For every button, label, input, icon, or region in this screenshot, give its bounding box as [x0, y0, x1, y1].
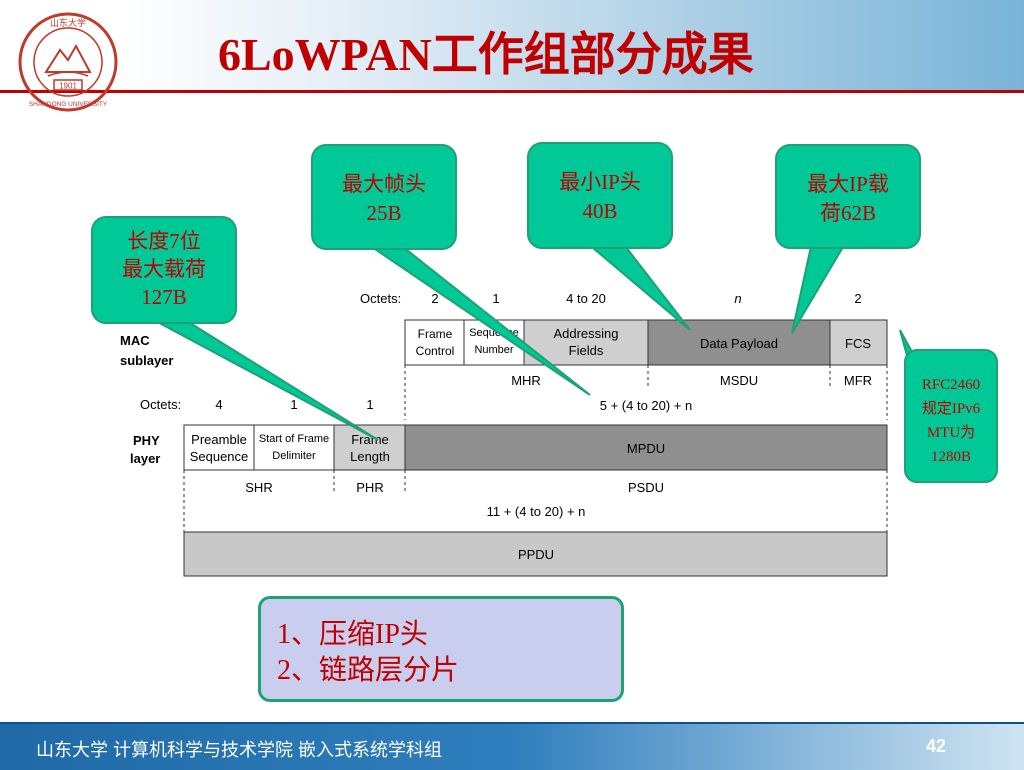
callout5-line1: RFC2460: [922, 377, 980, 393]
logo-text-bottom: SHANDONG UNIVERSITY: [29, 101, 108, 108]
phy-label-line1: PHY: [133, 433, 160, 448]
phy-octets-sfd: 1: [290, 397, 297, 412]
mac-field-number: Number: [474, 344, 513, 356]
mac-group-mhr: MHR: [511, 373, 541, 388]
phy-group-phr: PHR: [356, 480, 383, 495]
footer-text: 山东大学 计算机科学与技术学院 嵌入式系统学科组: [36, 740, 442, 760]
mac-octets-sequence: 1: [492, 291, 499, 306]
university-logo: 1901 山东大学 SHANDONG UNIVERSITY: [18, 12, 118, 112]
phy-field-delimiter: Delimiter: [272, 450, 316, 462]
header-band: [0, 0, 1024, 92]
mac-field-payload: Data Payload: [700, 336, 778, 351]
callout4-box: [775, 144, 921, 249]
phy-group-psdu: PSDU: [628, 480, 664, 495]
mac-fcs-cell: [829, 319, 888, 366]
phy-octets-length: 1: [366, 397, 373, 412]
mac-field-addressing: Addressing: [553, 326, 618, 341]
callout3-pointer: [583, 241, 691, 331]
mac-field-frame: Frame: [418, 327, 453, 341]
phy-field-start: Start of Frame: [259, 433, 329, 445]
phy-field-length: Length: [350, 449, 390, 464]
callout1-pointer: [149, 317, 379, 441]
callout5-box: [904, 349, 998, 483]
mac-field-fields: Fields: [569, 343, 604, 358]
phy-sfd-cell: [253, 424, 335, 471]
mac-group-msdu: MSDU: [720, 373, 758, 388]
callout2-pointer: [362, 242, 591, 396]
note-compress-ip-header: 1、压缩IP头: [277, 619, 428, 650]
callout1-line1: 长度7位: [127, 229, 201, 253]
phy-group-shr: SHR: [245, 480, 272, 495]
ppdu-label: PPDU: [518, 547, 554, 562]
mac-label-line1: MAC: [120, 333, 150, 348]
logo-year: 1901: [59, 82, 77, 91]
callout2-box: [311, 144, 457, 250]
phy-field-mpdu: MPDU: [627, 441, 665, 456]
callout2-line2: 25B: [366, 201, 401, 225]
mac-octets-addressing: 4 to 20: [566, 291, 606, 306]
callout5-line3: MTU为: [927, 424, 975, 441]
mac-octets-label: Octets:: [360, 291, 401, 306]
mac-field-control: Control: [416, 344, 455, 358]
callout4-pointer: [791, 241, 848, 334]
mac-length: 5 + (4 to 20) + n: [600, 398, 693, 413]
phy-field-frame: Frame: [351, 432, 389, 447]
callout4-line1: 最大IP载: [807, 172, 889, 196]
header-divider: [0, 90, 1024, 93]
phy-label-line2: layer: [130, 451, 160, 466]
ppdu-bar: [183, 531, 888, 577]
page-number: 42: [926, 736, 947, 756]
mac-field-fcs: FCS: [845, 336, 871, 351]
callout4-line2: 荷62B: [820, 201, 876, 225]
logo-text-top: 山东大学: [50, 17, 86, 28]
phy-field-preamble: Preamble: [191, 432, 247, 447]
callout5-line4: 1280B: [931, 449, 971, 465]
phy-octets-label: Octets:: [140, 397, 181, 412]
callout2-line1: 最大帧头: [342, 172, 426, 196]
mac-octets-frame-control: 2: [431, 291, 438, 306]
notes-box: 1、压缩IP头 2、链路层分片: [258, 596, 624, 702]
phy-length: 11 + (4 to 20) + n: [487, 504, 586, 519]
phy-octets-preamble: 4: [215, 397, 222, 412]
callout3-line2: 40B: [582, 199, 617, 223]
mac-label-line2: sublayer: [120, 353, 173, 368]
mac-octets-payload: n: [734, 291, 741, 306]
phy-field-sequence: Sequence: [190, 449, 249, 464]
callout5-line2: 规定IPv6: [922, 400, 981, 417]
note-link-layer-fragmentation: 2、链路层分片: [277, 655, 460, 686]
phy-length-cell: [333, 424, 406, 471]
mac-octets-fcs: 2: [854, 291, 861, 306]
mac-group-mfr: MFR: [844, 373, 872, 388]
callout3-box: [527, 142, 673, 249]
callout3-line1: 最小IP头: [559, 170, 641, 194]
phy-mpdu-cell: [404, 424, 888, 471]
callout1-line2: 最大载荷: [122, 257, 206, 281]
callout1-line3: 127B: [141, 285, 187, 309]
callout1-box: [91, 216, 237, 324]
footer-bar: 山东大学 计算机科学与技术学院 嵌入式系统学科组 42: [0, 722, 1024, 770]
slide-title: 6LoWPAN工作组部分成果: [218, 29, 754, 80]
